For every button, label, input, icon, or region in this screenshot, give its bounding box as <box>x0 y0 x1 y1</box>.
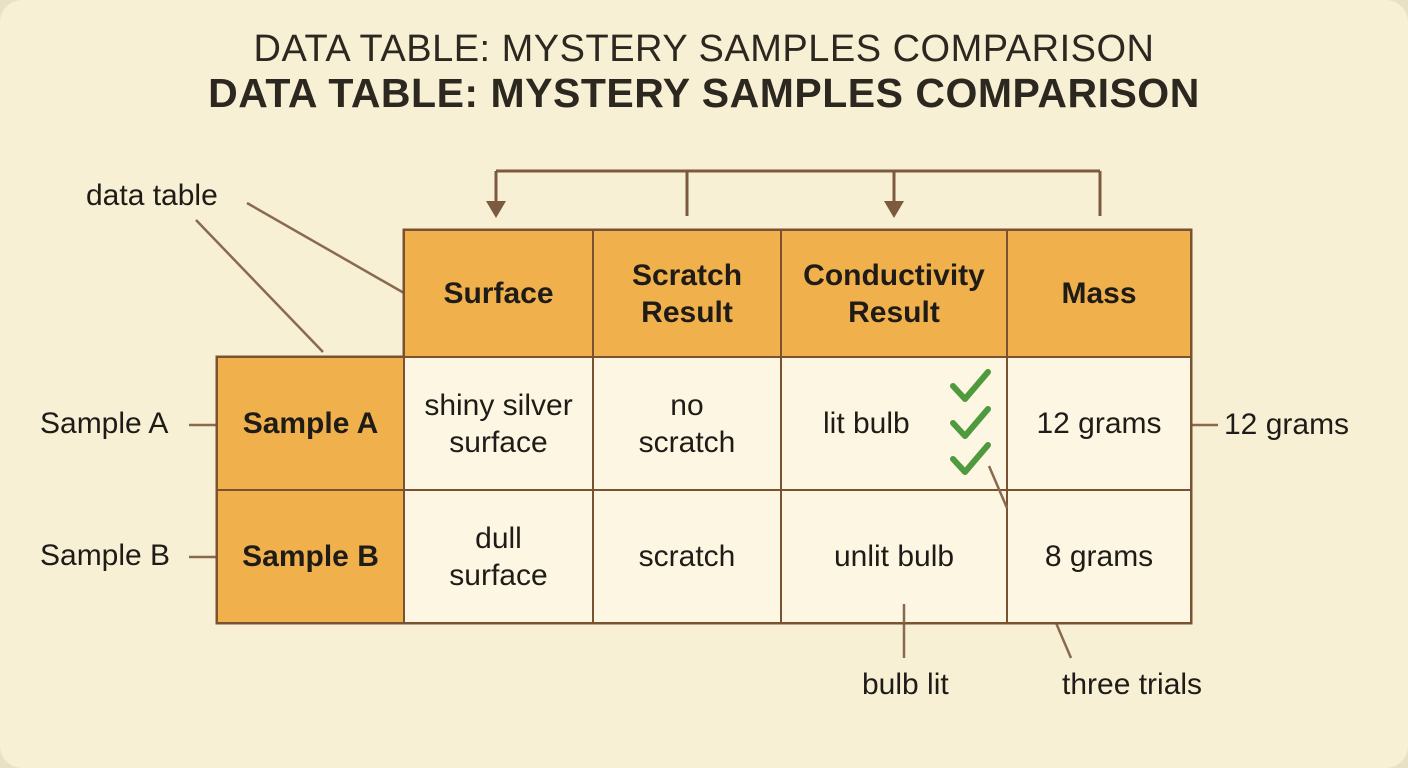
title-line-1: DATA TABLE: MYSTERY SAMPLES COMPARISON <box>253 28 1155 70</box>
label-data-table: data table <box>86 179 218 212</box>
cell-a-scratch: no scratch <box>594 358 780 489</box>
label-three-trials: three trials <box>1062 668 1203 701</box>
column-header-surface: Surface <box>405 231 592 356</box>
cell-b-mass: 8 grams <box>1008 491 1190 622</box>
row-header-sample-b: Sample B <box>218 491 403 622</box>
label-mass-a: 12 grams <box>1224 408 1350 441</box>
label-sample-b: Sample B <box>40 539 171 572</box>
cell-a-conductivity: lit bulb <box>782 358 1006 489</box>
row-header-sample-a: Sample A <box>218 358 403 489</box>
arrow-down-icon <box>884 201 904 218</box>
arrow-down-icon <box>486 201 506 218</box>
label-sample-a: Sample A <box>40 407 169 440</box>
cell-b-surface: dull surface <box>405 491 592 622</box>
column-header-mass: Mass <box>1008 231 1190 356</box>
title-line-2: DATA TABLE: MYSTERY SAMPLES COMPARISON <box>208 70 1200 116</box>
column-header-conductivity-result: Conductivity Result <box>782 231 1006 356</box>
leader-data-table-2 <box>195 219 324 353</box>
header-bracket <box>494 169 1102 216</box>
leader-data-table-1 <box>246 201 405 295</box>
cell-b-conductivity: unlit bulb <box>782 491 1006 622</box>
label-bulb-lit: bulb lit <box>862 668 949 701</box>
cell-a-mass: 12 grams <box>1008 358 1190 489</box>
cell-a-surface: shiny silver surface <box>405 358 592 489</box>
column-header-scratch-result: Scratch Result <box>594 231 780 356</box>
cell-b-scratch: scratch <box>594 491 780 622</box>
